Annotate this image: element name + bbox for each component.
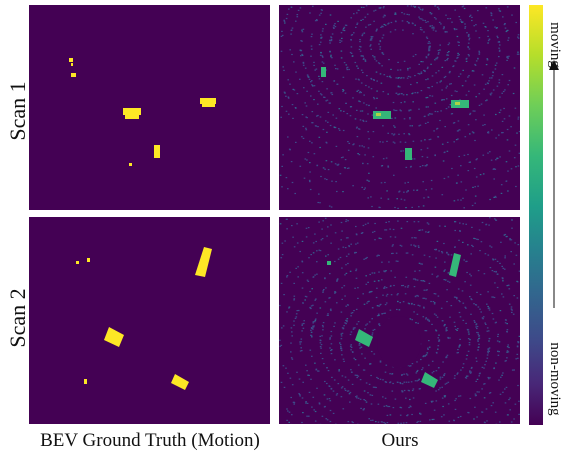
panel-scan2-ours [279,217,520,424]
colorbar [529,5,543,425]
prediction-noise-scan1 [279,5,520,209]
column-label-ours: Ours [381,430,419,451]
prediction-noise-scan2 [279,217,520,424]
moving-objects-scan1-gt [69,58,216,166]
moving-objects-scan2-gt [76,247,212,390]
panel-scan2-ground-truth [29,217,270,424]
row-label-scan-1: Scan 1 [5,81,30,141]
column-label-ground-truth: BEV Ground Truth (Motion) [40,430,260,451]
row-label-scan-2: Scan 2 [5,288,30,348]
colorbar-label-non-moving: non-moving [547,342,563,416]
panel-scan1-ground-truth [29,5,270,210]
colorbar-arrow-icon [549,60,559,308]
lidar-point-cloud [279,5,520,209]
panel-scan1-ours [279,5,520,210]
